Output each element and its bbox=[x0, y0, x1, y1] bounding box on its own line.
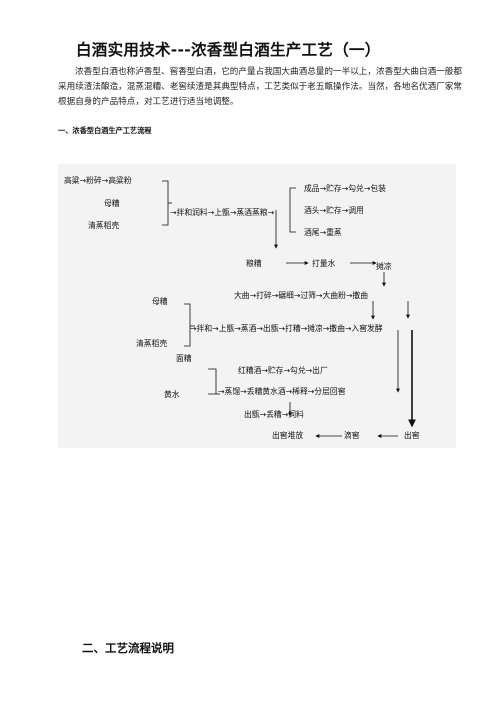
node-muzao-2: 母糟 bbox=[152, 297, 168, 306]
bracket-top-left bbox=[162, 180, 169, 226]
node-product: 成品→贮存→勾兑→包装 bbox=[304, 184, 386, 193]
bracket-middle-left bbox=[184, 303, 191, 347]
node-tail-liquor: 酒尾→重蒸 bbox=[304, 228, 342, 237]
node-main-process: →拌和→上甑→蒸酒→出甑→打糟→摊凉→撒曲→入窖发酵 bbox=[190, 324, 383, 333]
process-flow-diagram: 高粱→粉碎→高粱粉 母糟 清蒸稻壳 →拌和润料→上甑→蒸酒蒸粮→ 成品→贮存→勾… bbox=[58, 164, 456, 448]
node-diuzao: 出甑→丢糟→饲料 bbox=[244, 410, 304, 419]
flow-connectors bbox=[162, 180, 416, 438]
node-huangshui: 黄水 bbox=[164, 390, 180, 399]
section-heading-process-description: 二、工艺流程说明 bbox=[82, 641, 174, 655]
intro-paragraph: 浓香型白酒也称泸香型、窖香型白酒，它的产量占我国大曲酒总量的一半以上，浓香型大曲… bbox=[58, 67, 462, 107]
node-hongzao-liquor: 红糟酒→贮存→勾兑→出厂 bbox=[238, 366, 328, 375]
bracket-bottom bbox=[208, 368, 217, 395]
node-chujiao-pile: 出窖堆放 bbox=[272, 431, 304, 440]
node-mianzao: 面糟 bbox=[176, 354, 192, 363]
page-title: 白酒实用技术---浓香型白酒生产工艺（一） bbox=[76, 41, 381, 59]
section-heading-process-flow: 一、浓香型白酒生产工艺流程 bbox=[58, 126, 152, 135]
bracket-top-right bbox=[289, 187, 296, 233]
node-mixing-steaming: →拌和润料→上甑→蒸酒蒸粮→ bbox=[170, 208, 275, 217]
node-rice-husk: 清蒸稻壳 bbox=[88, 221, 120, 230]
node-muzao: 母糟 bbox=[104, 199, 120, 208]
node-rice-husk-2: 清蒸稻壳 bbox=[136, 339, 168, 348]
node-head-liquor: 酒头→贮存→调用 bbox=[304, 206, 364, 215]
node-liangzao: 粮糟 bbox=[246, 259, 262, 268]
node-dashuishui: 打量水 bbox=[312, 259, 336, 268]
node-tanliang: 摊凉 bbox=[376, 262, 392, 271]
node-sorghum: 高粱→粉碎→高粱粉 bbox=[64, 176, 132, 185]
node-daqu: 大曲→打碎→碾细→过筛→大曲粉→撒曲 bbox=[234, 291, 369, 300]
node-distill: →蒸馏→丢糟黄水酒→稀释→分层回窖 bbox=[218, 387, 346, 396]
node-chujiao: 出窖 bbox=[404, 431, 420, 440]
node-dijiao: 滴窖 bbox=[344, 431, 360, 440]
